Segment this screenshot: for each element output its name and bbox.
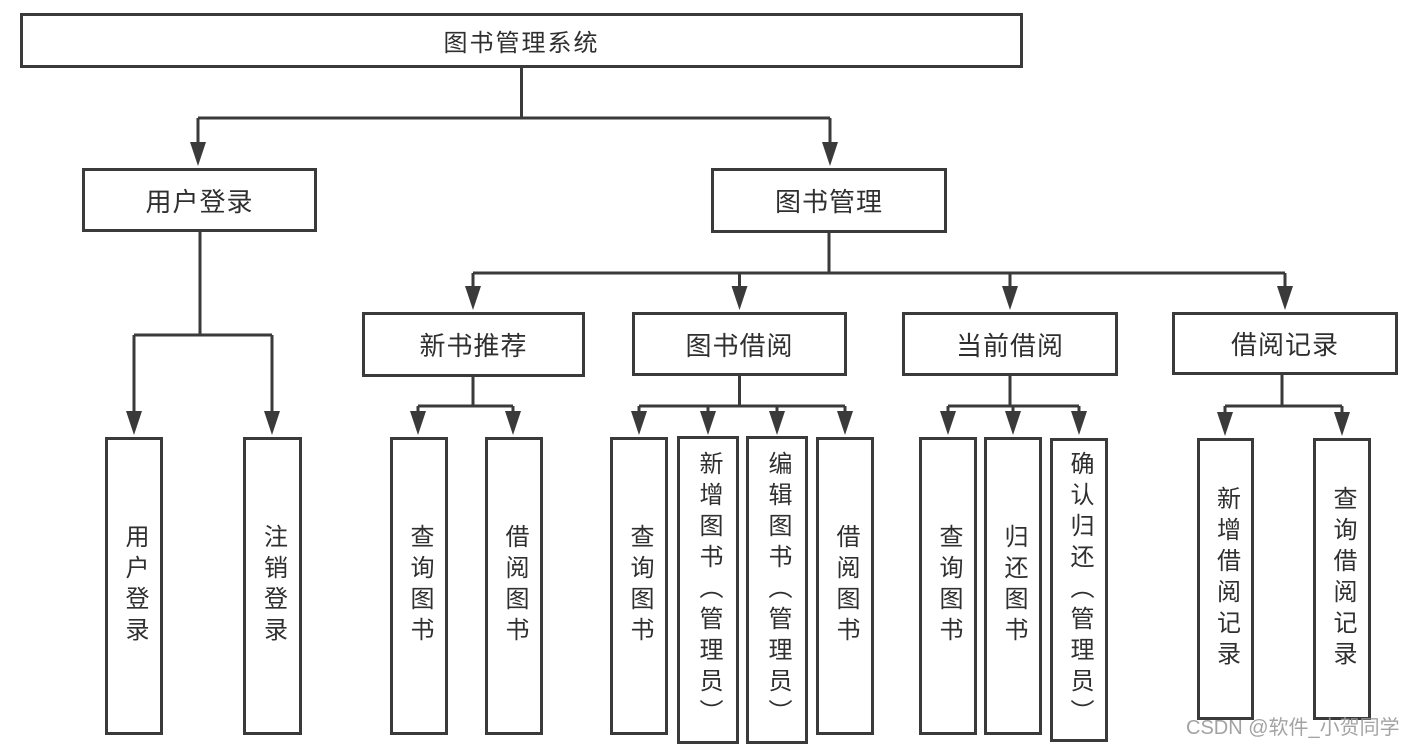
node-new-book-recommend: 新书推荐 — [362, 312, 585, 377]
leaf-query-books-3-label: 查询图书 — [935, 524, 962, 648]
leaf-borrow-books-2: 借阅图书 — [816, 437, 874, 735]
leaf-borrow-books-1-label: 借阅图书 — [501, 524, 528, 648]
leaf-borrow-books-1: 借阅图书 — [485, 437, 543, 735]
leaf-query-borrow-record-label: 查询借阅记录 — [1329, 486, 1356, 672]
arrow-down-icon — [1334, 412, 1350, 436]
connector-root — [196, 68, 832, 144]
csdn-watermark: CSDN @软件_小贺同学 — [1186, 717, 1400, 739]
connector-current-borrow — [946, 376, 1081, 413]
arrow-down-icon — [1005, 411, 1021, 435]
leaf-user-login: 用户登录 — [105, 437, 163, 735]
node-book-borrowing: 图书借阅 — [632, 312, 847, 376]
node-current-borrowing-label: 当前借阅 — [955, 330, 1064, 361]
leaf-query-books-3: 查询图书 — [919, 437, 977, 735]
node-borrow-records: 借阅记录 — [1172, 312, 1398, 375]
leaf-query-borrow-record: 查询借阅记录 — [1313, 438, 1371, 720]
connector-user-login — [132, 232, 274, 413]
arrow-down-icon — [700, 411, 716, 435]
arrow-down-icon — [1277, 286, 1293, 310]
arrow-down-icon — [837, 411, 853, 435]
node-new-book-recommend-label: 新书推荐 — [419, 331, 528, 361]
leaf-add-book-admin: 新增图书（管理员） — [677, 436, 739, 744]
leaf-query-books-2-label: 查询图书 — [626, 524, 653, 648]
arrowheads — [126, 142, 1350, 436]
node-library-system-label: 图书管理系统 — [443, 30, 600, 57]
leaf-add-book-admin-label: 新增图书（管理员） — [695, 450, 722, 730]
node-borrow-records-label: 借阅记录 — [1230, 330, 1339, 360]
leaf-query-books-1: 查询图书 — [390, 437, 448, 735]
leaf-add-borrow-record-label: 新增借阅记录 — [1212, 486, 1240, 672]
arrow-down-icon — [822, 142, 838, 166]
arrow-down-icon — [940, 411, 956, 435]
leaf-confirm-return-admin: 确认归还（管理员） — [1050, 438, 1108, 742]
leaf-edit-book-admin: 编辑图书（管理员） — [746, 436, 808, 744]
node-library-system: 图书管理系统 — [20, 13, 1023, 68]
leaf-return-book-label: 归还图书 — [1000, 524, 1027, 648]
leaf-edit-book-admin-label: 编辑图书（管理员） — [764, 450, 791, 730]
node-user-login: 用户登录 — [82, 168, 317, 232]
leaf-query-books-2: 查询图书 — [610, 437, 668, 735]
arrow-down-icon — [1217, 412, 1233, 436]
node-current-borrowing: 当前借阅 — [902, 312, 1118, 376]
connector-book-mgmt — [471, 233, 1287, 288]
leaf-return-book: 归还图书 — [984, 437, 1042, 735]
arrow-down-icon — [731, 286, 748, 310]
connector-book-borrow — [637, 376, 847, 413]
node-book-management-label: 图书管理 — [774, 187, 883, 217]
leaf-logout-label: 注销登录 — [259, 524, 287, 648]
leaf-add-borrow-record: 新增借阅记录 — [1197, 438, 1254, 720]
node-user-login-label: 用户登录 — [145, 186, 254, 217]
arrow-down-icon — [631, 411, 647, 435]
leaf-query-books-1-label: 查询图书 — [406, 524, 433, 648]
connector-new-books — [416, 376, 515, 413]
node-book-management: 图书管理 — [711, 168, 947, 233]
leaf-confirm-return-admin-label: 确认归还（管理员） — [1066, 450, 1093, 730]
arrow-down-icon — [769, 411, 785, 435]
arrow-down-icon — [505, 411, 521, 435]
arrow-down-icon — [465, 286, 481, 310]
leaf-logout: 注销登录 — [243, 437, 302, 735]
arrow-down-icon — [190, 142, 206, 166]
arrow-down-icon — [126, 411, 142, 435]
arrow-down-icon — [410, 411, 426, 435]
leaf-user-login-label: 用户登录 — [121, 524, 148, 648]
arrow-down-icon — [264, 411, 280, 435]
arrow-down-icon — [1071, 411, 1087, 435]
leaf-borrow-books-2-label: 借阅图书 — [832, 524, 859, 648]
node-book-borrowing-label: 图书借阅 — [685, 330, 794, 361]
arrow-down-icon — [1002, 286, 1018, 310]
connector-borrow-records — [1223, 375, 1344, 414]
